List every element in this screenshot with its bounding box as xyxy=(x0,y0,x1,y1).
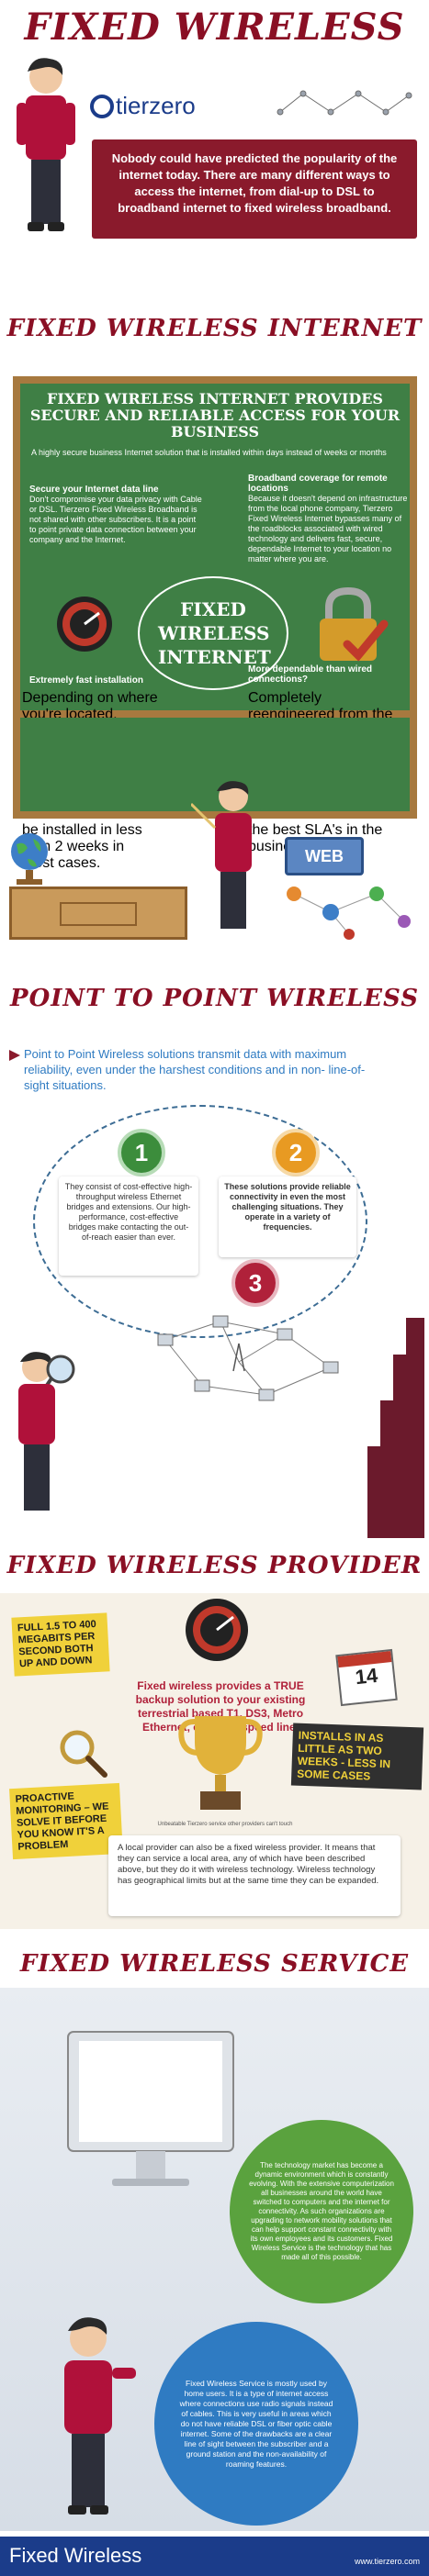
block-coverage-text: Because it doesn't depend on infrastruct… xyxy=(248,494,408,563)
logo-mark-icon xyxy=(90,94,114,118)
speedometer-icon xyxy=(57,597,112,652)
web-label: WEB xyxy=(305,846,344,865)
trophy-icon xyxy=(178,1716,263,1810)
sticky-speed: FULL 1.5 TO 400 MEGABITS PER SECOND BOTH… xyxy=(11,1612,110,1677)
board-subtitle: A highly secure business Internet soluti… xyxy=(31,448,387,457)
center-label: FIXED WIRELESS INTERNET xyxy=(158,598,271,668)
block-dependable-title: More dependable than wired connections? xyxy=(248,664,373,685)
brand-name: tierzero xyxy=(116,92,196,119)
local-provider-text: A local provider can also be a fixed wir… xyxy=(118,1843,379,1886)
section-title-service: FIXED WIRELESS SERVICE xyxy=(19,1950,410,1978)
badge-1: 1 xyxy=(118,1129,165,1176)
service-green-circle: The technology market has become a dynam… xyxy=(230,2120,413,2303)
trophy-caption: Unbeatable Tierzero service other provid… xyxy=(157,1822,293,1827)
network-nodes-icon xyxy=(287,887,411,940)
badge-2: 2 xyxy=(272,1129,320,1176)
sticky-installs: INSTALLS IN AS LITTLE AS TWO WEEKS - LES… xyxy=(290,1723,424,1790)
board-lower xyxy=(13,718,417,819)
footer-left: Fixed Wireless xyxy=(9,2544,142,2567)
service-green-text: The technology market has become a dynam… xyxy=(249,2161,394,2261)
speedometer-icon-2 xyxy=(186,1599,248,1661)
p2p-item-2: These solutions provide reliable connect… xyxy=(219,1176,356,1257)
service-blue-circle: Fixed Wireless Service is mostly used by… xyxy=(154,2322,358,2526)
p2p-item-1-text: They consist of cost-effective high- thr… xyxy=(64,1182,193,1242)
local-provider-card: A local provider can also be a fixed wir… xyxy=(108,1835,401,1916)
section-title-internet: FIXED WIRELESS INTERNET xyxy=(6,315,423,342)
page-title: FIXED WIRELESS xyxy=(24,6,405,49)
board-title: FIXED WIRELESS INTERNET PROVIDES SECURE … xyxy=(29,390,401,440)
p2p-item-2-text: These solutions provide reliable connect… xyxy=(224,1182,351,1232)
badge-3: 3 xyxy=(231,1259,279,1307)
network-diagram xyxy=(157,1315,339,1401)
block-secure-text: Don't compromise your data privacy with … xyxy=(29,495,202,544)
block-coverage: Broadband coverage for remote locations … xyxy=(248,474,413,564)
web-tag: WEB xyxy=(285,837,364,875)
footer-right[interactable]: www.tierzero.com xyxy=(354,2557,420,2566)
padlock-icon xyxy=(320,586,389,662)
chalkboard: FIXED WIRELESS INTERNET PROVIDES SECURE … xyxy=(13,376,417,718)
detective-illustration xyxy=(18,1352,75,1511)
network-mesh-icon xyxy=(277,90,412,116)
block-coverage-title: Broadband coverage for remote locations xyxy=(248,474,388,494)
p2p-item-1: They consist of cost-effective high- thr… xyxy=(59,1176,198,1276)
center-circle: FIXED WIRELESS INTERNET xyxy=(138,576,288,690)
block-install-title: Extremely fast installation xyxy=(29,675,143,686)
arrow-right-icon xyxy=(9,1050,20,1061)
block-install: Extremely fast installation xyxy=(29,675,167,686)
presenter-illustration xyxy=(64,2317,136,2515)
p2p-ring xyxy=(33,1105,367,1338)
desk-drawer xyxy=(60,902,137,926)
section-title-provider: FIXED WIRELESS PROVIDER xyxy=(6,1552,423,1579)
p2p-intro: Point to Point Wireless solutions transm… xyxy=(24,1047,366,1092)
brand-logo: tierzero xyxy=(90,92,196,120)
sticky-monitoring: PROACTIVE MONITORING – WE SOLVE IT BEFOR… xyxy=(9,1782,123,1860)
calendar-day: 14 xyxy=(354,1663,379,1689)
footer-bar: Fixed Wireless www.tierzero.com xyxy=(0,2537,429,2576)
globe-icon xyxy=(11,833,48,885)
block-secure: Secure your Internet data line Don't com… xyxy=(29,485,202,545)
block-secure-title: Secure your Internet data line xyxy=(29,485,159,495)
magnifier-icon xyxy=(60,1730,107,1778)
intro-text: Nobody could have predicted the populari… xyxy=(111,151,398,215)
intro-box: Nobody could have predicted the populari… xyxy=(92,139,417,239)
calendar-icon: 14 xyxy=(335,1648,398,1707)
block-dependable: More dependable than wired connections? xyxy=(248,664,413,685)
person-illustration xyxy=(17,58,75,231)
teacher-desk xyxy=(9,887,187,940)
service-blue-text: Fixed Wireless Service is mostly used by… xyxy=(179,2378,333,2469)
section-title-p2p: POINT TO POINT WIRELESS xyxy=(10,985,419,1012)
monitor-icon xyxy=(67,2031,234,2186)
staircase-illustration xyxy=(367,1318,424,1538)
teacher-illustration xyxy=(191,781,252,929)
